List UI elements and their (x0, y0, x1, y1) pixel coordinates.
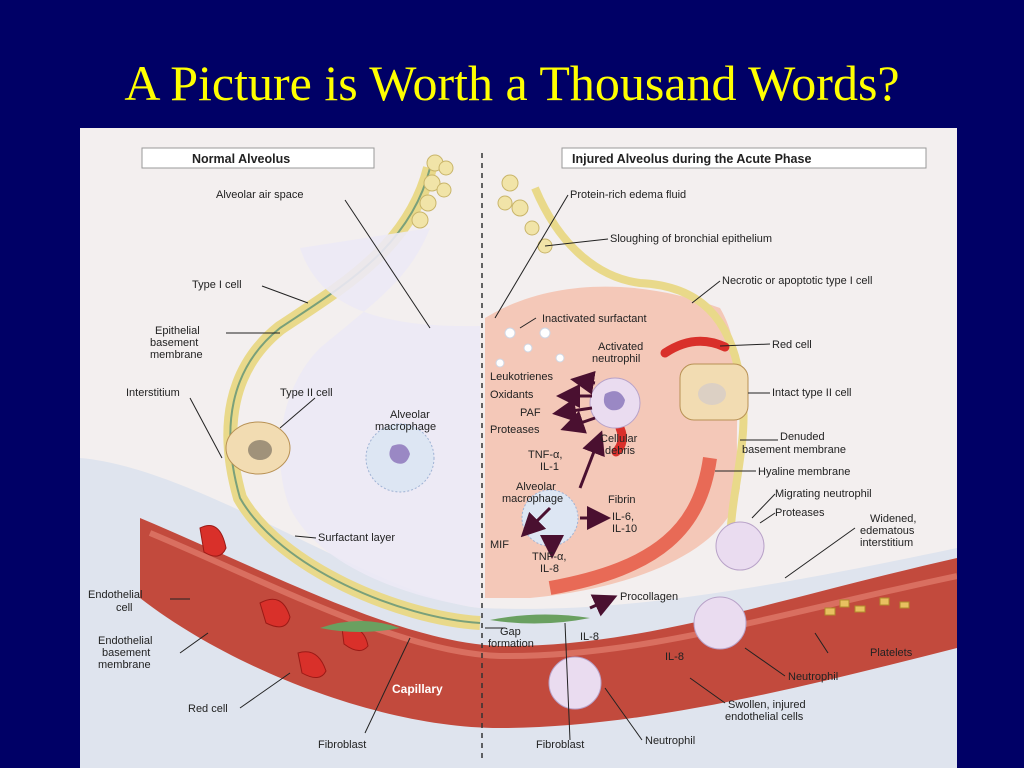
leader-lines-right (485, 194, 856, 741)
label-alveolar-macrophage-r1: Alveolar (516, 481, 556, 493)
label-il6-1: IL-6, (612, 511, 634, 523)
label-type-i-cell: Type I cell (192, 279, 242, 291)
label-cellular-debris-2: debris (605, 445, 635, 457)
label-edema-fluid: Protein-rich edema fluid (570, 189, 686, 201)
label-inactivated-surfactant: Inactivated surfactant (542, 313, 647, 325)
alveolar-air-space (280, 228, 480, 608)
label-activated-neutrophil-2: neutrophil (592, 353, 640, 365)
label-intact-type-ii: Intact type II cell (772, 387, 851, 399)
label-platelets: Platelets (870, 647, 913, 659)
label-neutrophil-2: Neutrophil (645, 735, 695, 747)
left-labels: Alveolar air space Type I cell Epithelia… (88, 189, 436, 751)
label-migrating-neutrophil: Migrating neutrophil (775, 488, 872, 500)
label-il6-2: IL-10 (612, 523, 637, 535)
hyaline-membrane (548, 456, 717, 595)
red-cell-right (660, 336, 730, 358)
neutrophil-bottom (548, 656, 602, 710)
label-gap-1: Gap (500, 626, 521, 638)
label-endothelial-bm-2: basement (102, 647, 150, 659)
panel-left-title: Normal Alveolus (192, 152, 290, 166)
fibroblast-right (490, 614, 590, 624)
label-alveolar-air-space: Alveolar air space (216, 189, 303, 201)
label-endothelial-bm-3: membrane (98, 659, 151, 671)
label-interstitium: Interstitium (126, 387, 180, 399)
neutrophil-capillary (693, 596, 747, 650)
label-leukotrienes: Leukotrienes (490, 371, 553, 383)
label-epithelial-bm-3: membrane (150, 349, 203, 361)
label-sloughing: Sloughing of bronchial epithelium (610, 233, 772, 245)
migrating-neutrophil (715, 521, 765, 571)
label-paf: PAF (520, 407, 541, 419)
label-tnf-il8-1: TNF-α, (532, 551, 566, 563)
label-activated-neutrophil-1: Activated (598, 341, 643, 353)
label-tnf-il1-2: IL-1 (540, 461, 559, 473)
leader-lines-left (170, 199, 431, 734)
alveolar-wall-right (531, 186, 748, 549)
label-alveolar-macrophage-1: Alveolar (390, 409, 430, 421)
label-fibrin: Fibrin (608, 494, 636, 506)
label-fibroblast-left: Fibroblast (318, 739, 366, 751)
label-procollagen: Procollagen (620, 591, 678, 603)
label-swollen-1: Swollen, injured (728, 699, 806, 711)
label-swollen-2: endothelial cells (725, 711, 804, 723)
red-cells (199, 525, 369, 678)
label-alveolar-macrophage-r2: macrophage (502, 493, 563, 505)
label-tnf-il1-1: TNF-α, (528, 449, 562, 461)
alveolus-diagram: Capillary (80, 128, 957, 768)
label-tnf-il8-2: IL-8 (540, 563, 559, 575)
label-oxidants: Oxidants (490, 389, 534, 401)
label-endothelial-cell-1: Endothelial (88, 589, 142, 601)
inactivated-surfactant (495, 327, 565, 368)
label-il8-b: IL-8 (665, 651, 684, 663)
epithelial-cells-right (497, 174, 553, 254)
label-denuded-1: Denuded (780, 431, 825, 443)
label-alveolar-macrophage-2: macrophage (375, 421, 436, 433)
epithelial-cells-left (411, 154, 454, 229)
label-red-cell-left: Red cell (188, 703, 228, 715)
capillary-vessel (140, 518, 957, 728)
label-epithelial-bm-2: basement (150, 337, 198, 349)
label-gap-2: formation (488, 638, 534, 650)
alveolus-figure: Capillary (80, 128, 957, 768)
signal-arrows (520, 370, 618, 617)
fibroblast-left (320, 621, 400, 632)
label-endothelial-bm-1: Endothelial (98, 635, 152, 647)
label-hyaline: Hyaline membrane (758, 466, 850, 478)
label-widened-1: Widened, (870, 513, 916, 525)
label-denuded-2: basement membrane (742, 444, 846, 456)
platelets (824, 597, 910, 616)
right-labels: Protein-rich edema fluid Sloughing of br… (488, 189, 916, 751)
label-surfactant-layer: Surfactant layer (318, 532, 395, 544)
label-proteases-2: Proteases (775, 507, 825, 519)
label-widened-2: edematous (860, 525, 915, 537)
label-fibroblast-right: Fibroblast (536, 739, 584, 751)
label-widened-3: interstitium (860, 537, 913, 549)
slide-title: A Picture is Worth a Thousand Words? (124, 55, 900, 111)
label-neutrophil-1: Neutrophil (788, 671, 838, 683)
label-cellular-debris-1: Cellular (600, 433, 638, 445)
label-proteases: Proteases (490, 424, 540, 436)
label-il8-a: IL-8 (580, 631, 599, 643)
capillary-label: Capillary (392, 682, 443, 696)
label-red-cell-right: Red cell (772, 339, 812, 351)
label-necrotic: Necrotic or apoptotic type I cell (722, 275, 872, 287)
panel-right-title: Injured Alveolus during the Acute Phase (572, 152, 811, 166)
label-mif: MIF (490, 539, 509, 551)
label-endothelial-cell-2: cell (116, 602, 133, 614)
label-epithelial-bm-1: Epithelial (155, 325, 200, 337)
label-type-ii-cell: Type II cell (280, 387, 333, 399)
